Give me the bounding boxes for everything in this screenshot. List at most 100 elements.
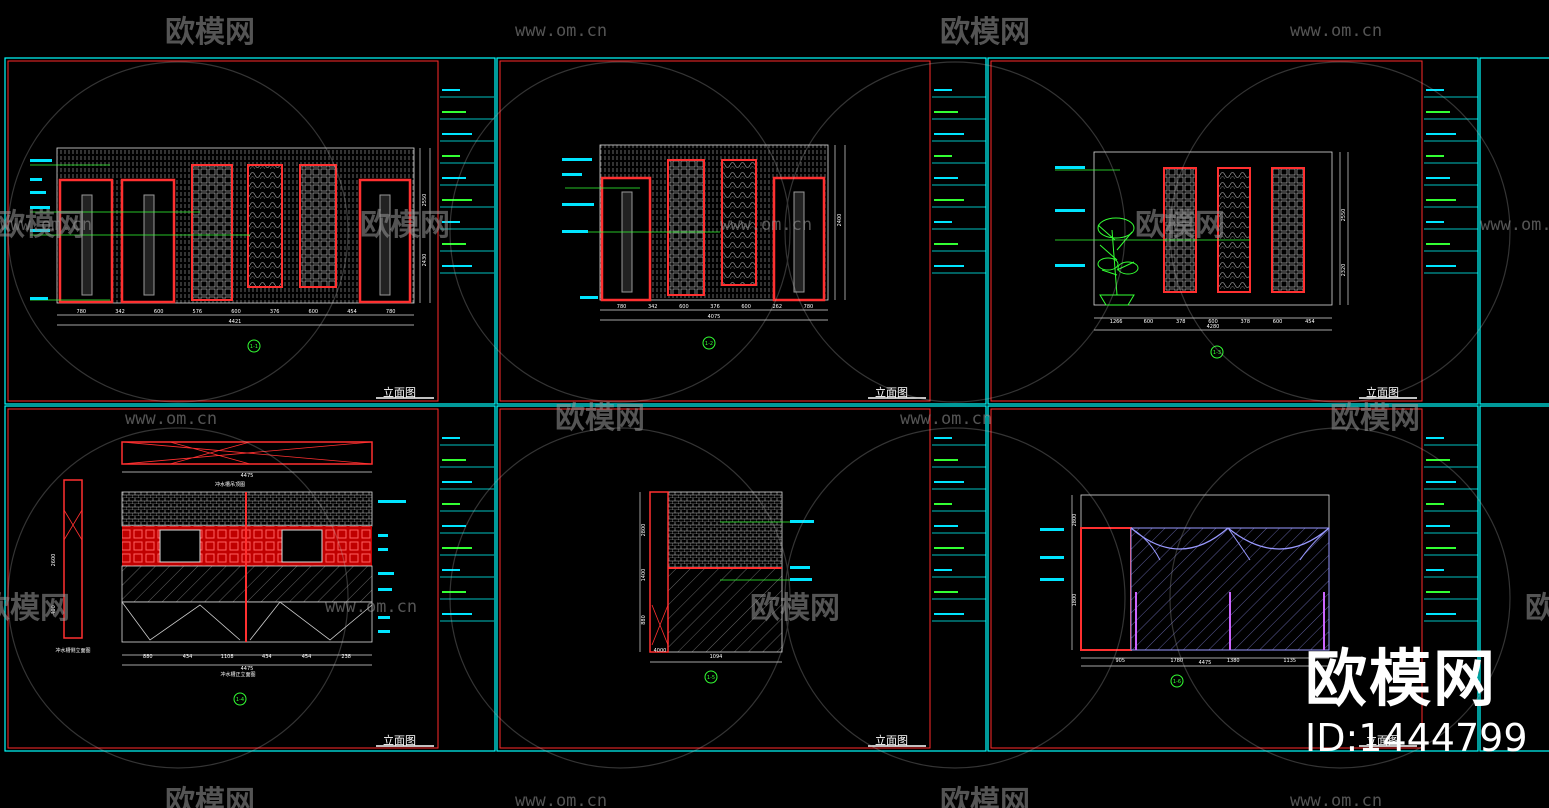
top-caption-4: 冲水槽吊顶图 — [215, 481, 245, 488]
marker-5: 1-5 — [707, 675, 715, 681]
sheet-title-4: 立面图 — [383, 733, 416, 747]
dim-label: 378 — [1176, 319, 1186, 325]
dim-label: 454 — [1305, 319, 1315, 325]
watermark-url-text: www.om.cn — [515, 21, 607, 41]
dim-label: 905 — [1115, 658, 1125, 664]
dim-label: 600 — [154, 309, 164, 315]
elevation-1 — [30, 147, 431, 353]
sheet-title-2: 立面图 — [875, 385, 908, 399]
dim-label: 1135 — [1283, 658, 1296, 664]
bottom-caption-4: 冲水槽正立面图 — [220, 671, 255, 678]
watermark-url-text: www.om.cn — [720, 215, 812, 235]
dim-label: 1380 — [1227, 658, 1240, 664]
dim-label: 1108 — [221, 654, 234, 660]
dim-label: 4000 — [654, 648, 667, 654]
marker-1: 1-1 — [250, 344, 258, 350]
side-caption-4: 冲水槽侧立面图 — [55, 647, 90, 654]
watermark-brand-text: 欧模网 — [1330, 401, 1420, 436]
watermark-brand-text: 欧模网 — [940, 15, 1030, 50]
total-dim-2: 4075 — [708, 314, 721, 320]
title-block-4 — [440, 437, 494, 622]
resource-id: ID:1444799 — [1305, 716, 1528, 760]
height-dim-label: 2600 — [51, 554, 57, 567]
height-dim-label: 880 — [641, 615, 647, 625]
dim-label: 600 — [1144, 319, 1154, 325]
height-dim-label: 400 — [51, 605, 57, 615]
title-block-5 — [932, 437, 986, 622]
watermark-brand-text: 欧模网 — [940, 785, 1030, 808]
dim-label: 600 — [741, 304, 751, 310]
sheet-labels: 立面图 立面图 立面图 立面图 立面图 立面图 1-1 1-2 1-3 1-4 … — [51, 194, 1417, 747]
watermark-url-text: www.om.cn — [1480, 215, 1549, 235]
total-dim-3: 4280 — [1207, 324, 1220, 330]
total-dim-1: 4421 — [229, 319, 242, 325]
sheet-red-borders — [7, 60, 1423, 749]
dim-label: 434 — [183, 654, 193, 660]
height-dim-label: 2430 — [422, 254, 428, 267]
watermark-brand-text: 欧模网 — [0, 208, 85, 243]
bottom-total-4: 4475 — [241, 666, 254, 672]
watermark-brand-text: 欧模网 — [165, 785, 255, 808]
watermark-url-text: www.om.cn — [1290, 21, 1382, 41]
height-dim-label: 2550 — [422, 194, 428, 207]
dim-label: 600 — [679, 304, 689, 310]
marker-3: 1-3 — [1213, 350, 1221, 356]
marker-4: 1-4 — [236, 697, 244, 703]
watermark-brand-text: 欧模网 — [360, 208, 450, 243]
height-dim-label: 1400 — [641, 569, 647, 582]
dim-label: 576 — [193, 309, 203, 315]
watermark-brands: 欧模网欧模网欧模网欧模网欧模网欧模网欧模网欧模网欧模网欧模网欧模网欧模网 — [0, 15, 1549, 808]
dim-label: 600 — [1208, 319, 1218, 325]
watermark-layer — [7, 61, 1511, 769]
dim-label: 600 — [1273, 319, 1283, 325]
marker-6: 1-6 — [1173, 679, 1181, 685]
watermark-url-text: www.om.cn — [325, 597, 417, 617]
height-dim-label: 2800 — [641, 524, 647, 537]
dim-label: 780 — [617, 304, 627, 310]
dim-label: 780 — [804, 304, 814, 310]
watermark-url-text: www.om.cn — [125, 409, 217, 429]
sheet-frames — [4, 57, 1549, 752]
elevation-2 — [562, 144, 846, 350]
brand-logo: 欧模网 — [1305, 642, 1498, 715]
height-dim-label: 2320 — [1341, 264, 1347, 277]
dim-label: 1780 — [1170, 658, 1183, 664]
potted-plant-icon — [1097, 217, 1139, 306]
title-block-1 — [440, 89, 494, 274]
title-blocks — [440, 89, 1478, 622]
elevation-6 — [1040, 494, 1330, 688]
elevation-4 — [63, 441, 406, 706]
sheet-title-6: 立面图 — [1366, 733, 1399, 747]
watermark-url-text: www.om.cn — [0, 215, 92, 235]
marker-2: 1-2 — [705, 341, 713, 347]
title-block-6 — [1424, 437, 1478, 622]
watermark-brand-text: 欧模网 — [1135, 208, 1225, 243]
dim-label: 434 — [262, 654, 272, 660]
height-dim-label: 1800 — [1072, 594, 1078, 607]
dim-label: 454 — [347, 309, 357, 315]
dim-label: 342 — [648, 304, 658, 310]
watermark-brand-text: 欧模网 — [165, 15, 255, 50]
elevation-5 — [639, 491, 814, 684]
height-dim-label: 2800 — [1072, 514, 1078, 527]
sheet-title-3: 立面图 — [1366, 385, 1399, 399]
watermark-brand-text: 欧模网 — [0, 591, 70, 626]
watermark-url-text: www.om.cn — [900, 409, 992, 429]
watermark-url-text: www.om.cn — [515, 791, 607, 808]
watermark-brand-text: 欧模网 — [750, 591, 840, 626]
dim-label: 600 — [309, 309, 319, 315]
dim-label: 378 — [1241, 319, 1251, 325]
watermark-brand-text: 欧模网 — [555, 401, 645, 436]
dim-label: 262 — [773, 304, 783, 310]
dim-label: 376 — [270, 309, 280, 315]
dim-label: 780 — [77, 309, 87, 315]
elevation-3 — [1055, 151, 1349, 359]
height-dim-label: 2400 — [837, 214, 843, 227]
title-block-3 — [1424, 89, 1478, 274]
dim-label: 342 — [115, 309, 125, 315]
total-dim-6: 4475 — [1199, 660, 1212, 666]
height-dim-label: 2550 — [1341, 209, 1347, 222]
dim-label: 454 — [302, 654, 312, 660]
